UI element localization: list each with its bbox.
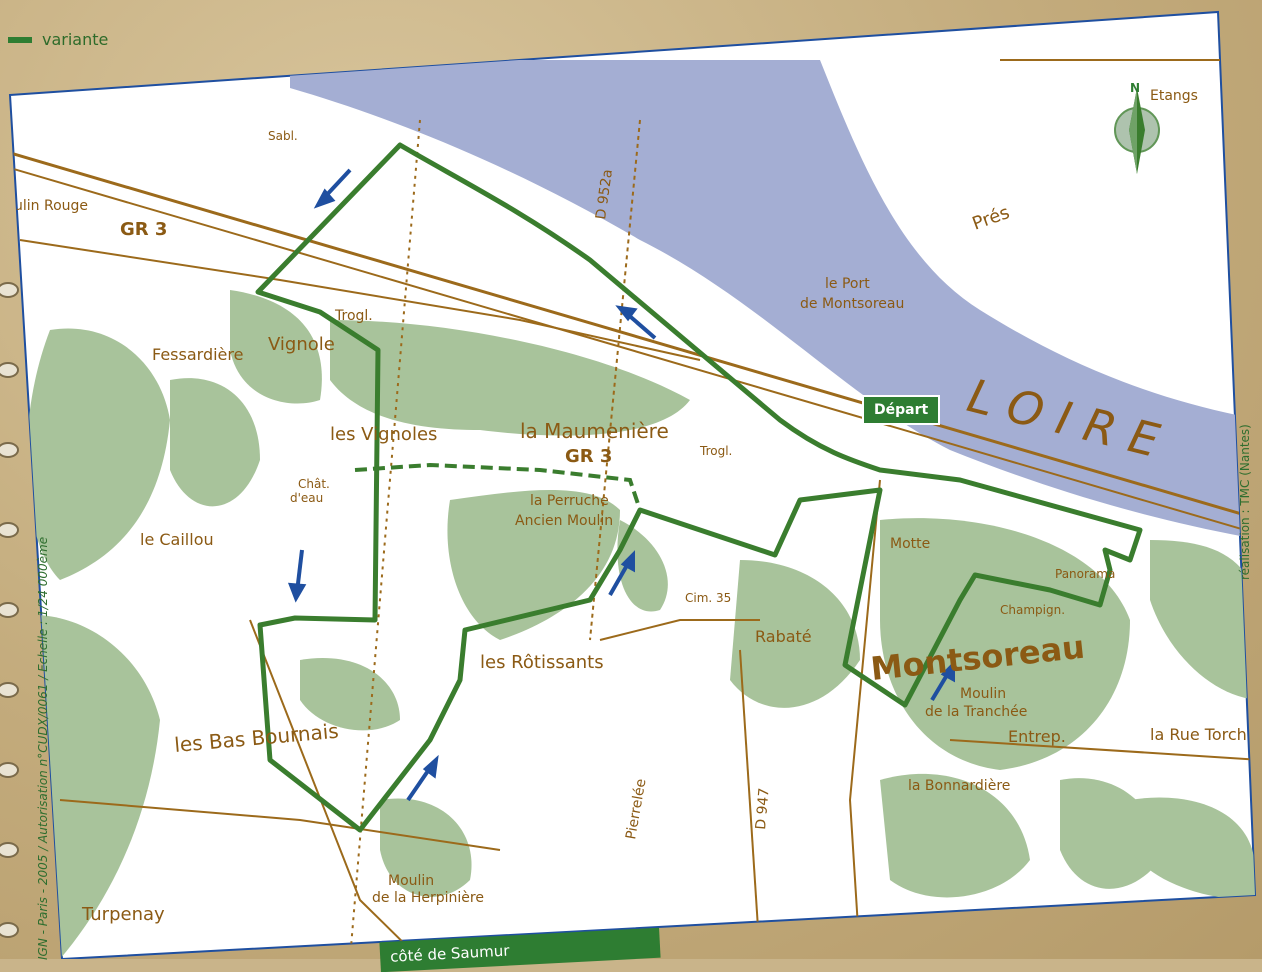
- label-fessardiere: Fessardière: [152, 345, 243, 364]
- label-caillou: le Caillou: [140, 530, 214, 549]
- label-moulin-2: Moulin: [960, 686, 1006, 702]
- label-motte: Motte: [890, 536, 930, 552]
- map-labels: L O I R E Montsoreau le Port de Montsore…: [14, 88, 1247, 925]
- label-ancien-moulin: Ancien Moulin: [515, 513, 613, 529]
- north-label: N: [1130, 81, 1140, 95]
- label-panorama: Panorama: [1055, 567, 1115, 581]
- label-rue-torch: la Rue Torch: [1150, 725, 1247, 744]
- label-vignole: Vignole: [268, 334, 335, 355]
- route-main: [255, 142, 1143, 833]
- credit-left: IGN - Paris - 2005 / Autorisation n°CUDX…: [36, 536, 50, 960]
- label-d947: D 947: [753, 787, 773, 830]
- label-herpiniere: de la Herpinière: [372, 890, 484, 906]
- direction-arrows: [287, 168, 955, 802]
- forest-areas: [10, 290, 1255, 959]
- label-maumeniere: la Maumenière: [520, 419, 669, 443]
- label-perruche: la Perruche: [530, 493, 609, 509]
- credit-right: réalisation : TMC (Nantes): [1238, 424, 1252, 580]
- legend: variante: [8, 30, 108, 49]
- label-trogl: Trogl.: [334, 308, 373, 324]
- label-moulin-rouge: ulin Rouge: [14, 198, 88, 214]
- label-d952: D 952a: [593, 168, 616, 220]
- loire-river: [290, 60, 1255, 540]
- label-cim: Cim. 35: [685, 591, 731, 605]
- notebook-rings: [0, 282, 19, 938]
- label-gr3-b: GR 3: [565, 446, 612, 467]
- label-rabate: Rabaté: [755, 627, 812, 646]
- legend-variant-label: variante: [42, 30, 109, 49]
- label-port-2: de Montsoreau: [800, 296, 904, 312]
- label-bonnardiere: la Bonnardière: [908, 778, 1010, 794]
- label-moulin: Moulin: [388, 873, 434, 889]
- label-sabl: Sabl.: [268, 129, 298, 143]
- label-turpenay: Turpenay: [81, 904, 165, 925]
- label-les-vignoles: les Vignoles: [330, 424, 437, 445]
- label-trogl-2: Trogl.: [699, 444, 732, 458]
- depart-label: Départ: [862, 395, 941, 425]
- map-roads: [10, 59, 1255, 959]
- label-port: le Port: [825, 276, 870, 292]
- legend-variant-swatch: [8, 36, 32, 43]
- label-etangs: Etangs: [1150, 88, 1198, 104]
- label-rotissants: les Rôtissants: [480, 652, 604, 673]
- route-variant: [354, 462, 642, 511]
- label-entrep: Entrep.: [1008, 727, 1066, 746]
- label-chat-eau-2: d'eau: [290, 491, 323, 505]
- label-champign: Champign.: [1000, 603, 1065, 617]
- north-arrow: N: [1114, 81, 1160, 174]
- label-chat-eau: Chât.: [298, 477, 330, 491]
- label-gr3-a: GR 3: [120, 219, 167, 240]
- label-tranchee: de la Tranchée: [925, 704, 1027, 720]
